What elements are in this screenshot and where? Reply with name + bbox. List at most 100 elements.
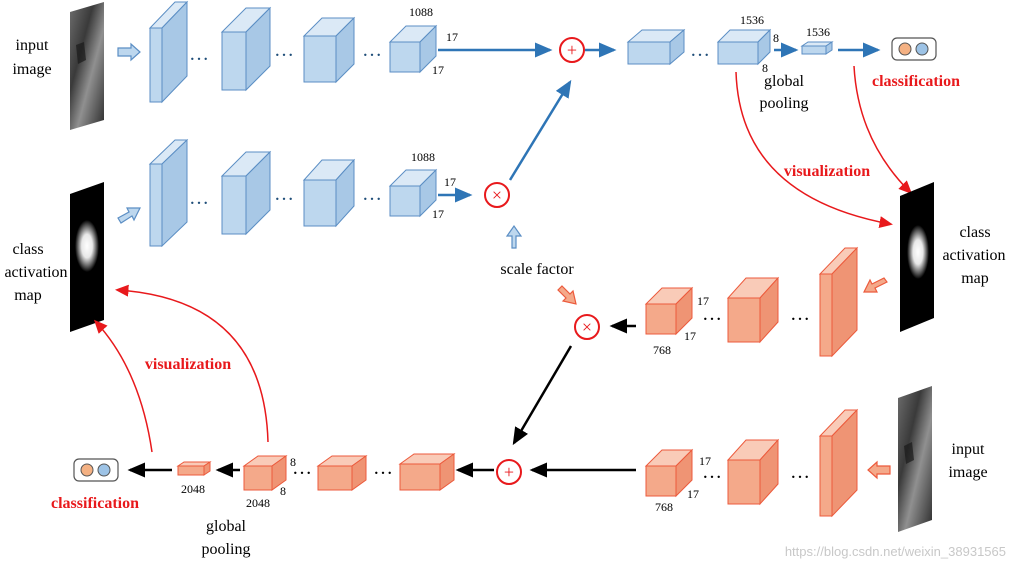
blue-layer-2-top <box>220 6 272 92</box>
input-image-bottom-label-1: input <box>952 441 985 458</box>
input-image-top-label-2: image <box>12 61 51 78</box>
ellipsis-mid-3: … <box>362 183 382 205</box>
ellipsis-top-4: … <box>690 39 710 61</box>
ellipsis-top-2: … <box>274 39 294 61</box>
add-operator-bottom: + <box>496 459 522 485</box>
watermark: https://blog.csdn.net/weixin_38931565 <box>785 544 1006 559</box>
ultrasound-image-top <box>70 2 104 130</box>
dim-bot-pool-in-h: 8 <box>290 455 296 469</box>
red-layer-2-mid <box>726 276 780 344</box>
classification-top-label: classification <box>872 73 960 90</box>
ellipsis-red-mid-2: … <box>702 303 722 325</box>
ellipsis-red-bot-3: … <box>373 457 393 479</box>
svg-text:+: + <box>504 462 514 482</box>
multiply-operator-red: × <box>574 314 600 340</box>
ellipsis-mid-2: … <box>274 183 294 205</box>
hollow-arrow-top-input <box>117 42 141 62</box>
classifier-output-bottom <box>73 458 119 482</box>
blue-layer-3-top <box>302 16 356 84</box>
cam-image-right <box>900 182 934 332</box>
visualization-bottom-label: visualization <box>145 356 231 373</box>
hollow-arrow-cam-right <box>863 277 888 293</box>
dim-bot-pool-in-channels: 2048 <box>246 496 270 510</box>
classifier-output-top <box>891 37 937 61</box>
dim-mid-w: 17 <box>432 207 444 221</box>
svg-text:×: × <box>582 317 592 337</box>
dim-red-mid-w: 17 <box>684 329 696 343</box>
dim-red-bot-channels: 768 <box>655 500 673 514</box>
dim-top-pool-in-channels: 1536 <box>740 13 764 27</box>
hollow-arrow-cam-input <box>117 207 141 224</box>
global-pooling-top-label-1: global <box>764 73 805 90</box>
blue-layer-5-top <box>626 28 686 66</box>
arrow-visualization-bottom <box>115 284 269 443</box>
red-layer-5-bottom <box>316 455 368 491</box>
blue-layer-1-mid <box>148 138 189 248</box>
svg-text:+: + <box>567 40 577 60</box>
dim-bot-pool-out: 2048 <box>181 482 205 496</box>
ellipsis-top-1: … <box>189 43 209 65</box>
blue-layer-4-top <box>388 24 438 74</box>
ellipsis-top-3: … <box>362 39 382 61</box>
ellipsis-mid-1: … <box>189 187 209 209</box>
red-layer-3-mid <box>644 286 694 336</box>
hollow-arrow-bottom-input <box>867 460 891 480</box>
dim-mid-h: 17 <box>444 175 456 189</box>
red-layer-6-bottom <box>242 455 288 491</box>
blue-layer-6-top <box>716 28 772 66</box>
svg-text:×: × <box>492 185 502 205</box>
dim-top-channels: 1088 <box>409 5 433 19</box>
input-image-top-label-1: input <box>16 37 49 54</box>
dim-top-pool-out: 1536 <box>806 25 830 39</box>
cam-right-label-1: class <box>959 224 990 241</box>
pooled-vector-bottom <box>176 461 212 476</box>
dim-top-w: 17 <box>432 63 444 77</box>
arrow-visualization-top <box>735 71 893 228</box>
dim-red-bot-w: 17 <box>687 487 699 501</box>
ellipsis-red-bot-4: … <box>292 457 312 479</box>
cam-image-left <box>70 182 104 332</box>
cam-left-label-3: map <box>14 287 42 304</box>
scale-factor-label: scale factor <box>500 261 574 278</box>
dim-red-mid-h: 17 <box>697 294 709 308</box>
hollow-arrow-scale-up <box>505 224 523 249</box>
dim-mid-channels: 1088 <box>411 150 435 164</box>
red-layer-3-bottom <box>644 448 694 498</box>
arrow-classification-to-cam-left <box>93 319 153 453</box>
arrow-multiply-to-add-red <box>512 345 573 446</box>
ultrasound-image-bottom <box>898 386 932 532</box>
input-image-bottom-label-2: image <box>948 464 987 481</box>
dim-red-bot-h: 17 <box>699 454 711 468</box>
hollow-arrow-scale-down <box>557 285 577 305</box>
red-layer-1-bottom <box>818 408 859 518</box>
global-pooling-bottom-label-2: pooling <box>202 541 251 558</box>
dim-red-mid-channels: 768 <box>653 343 671 357</box>
cam-right-label-3: map <box>961 270 989 287</box>
red-layer-1-mid <box>818 246 859 358</box>
multiply-operator-mid: × <box>484 182 510 208</box>
ellipsis-red-bot-2: … <box>702 461 722 483</box>
blue-layer-3-mid <box>302 158 356 228</box>
blue-layer-4-mid <box>388 168 438 218</box>
dim-top-pool-in-h: 8 <box>773 31 779 45</box>
blue-layer-2-mid <box>220 150 272 236</box>
red-layer-4-bottom <box>398 453 456 491</box>
visualization-top-label: visualization <box>784 163 870 180</box>
ellipsis-red-mid-1: … <box>790 303 810 325</box>
cam-left-label-1: class <box>12 241 43 258</box>
pooled-vector-top <box>800 41 834 55</box>
blue-layer-1-top <box>148 0 189 104</box>
cam-right-label-2: activation <box>942 247 1005 264</box>
global-pooling-top-label-2: pooling <box>760 95 809 112</box>
arrow-multiply-to-add <box>508 79 572 181</box>
ellipsis-red-bot-1: … <box>790 461 810 483</box>
dim-bot-pool-in-w: 8 <box>280 484 286 498</box>
dim-top-h: 17 <box>446 30 458 44</box>
arrow-classification-to-cam <box>853 65 913 195</box>
cam-left-label-2: activation <box>4 264 67 281</box>
global-pooling-bottom-label-1: global <box>206 518 247 535</box>
dim-top-pool-in-w: 8 <box>762 61 768 75</box>
add-operator-top: + <box>559 37 585 63</box>
classification-bottom-label: classification <box>51 495 139 512</box>
